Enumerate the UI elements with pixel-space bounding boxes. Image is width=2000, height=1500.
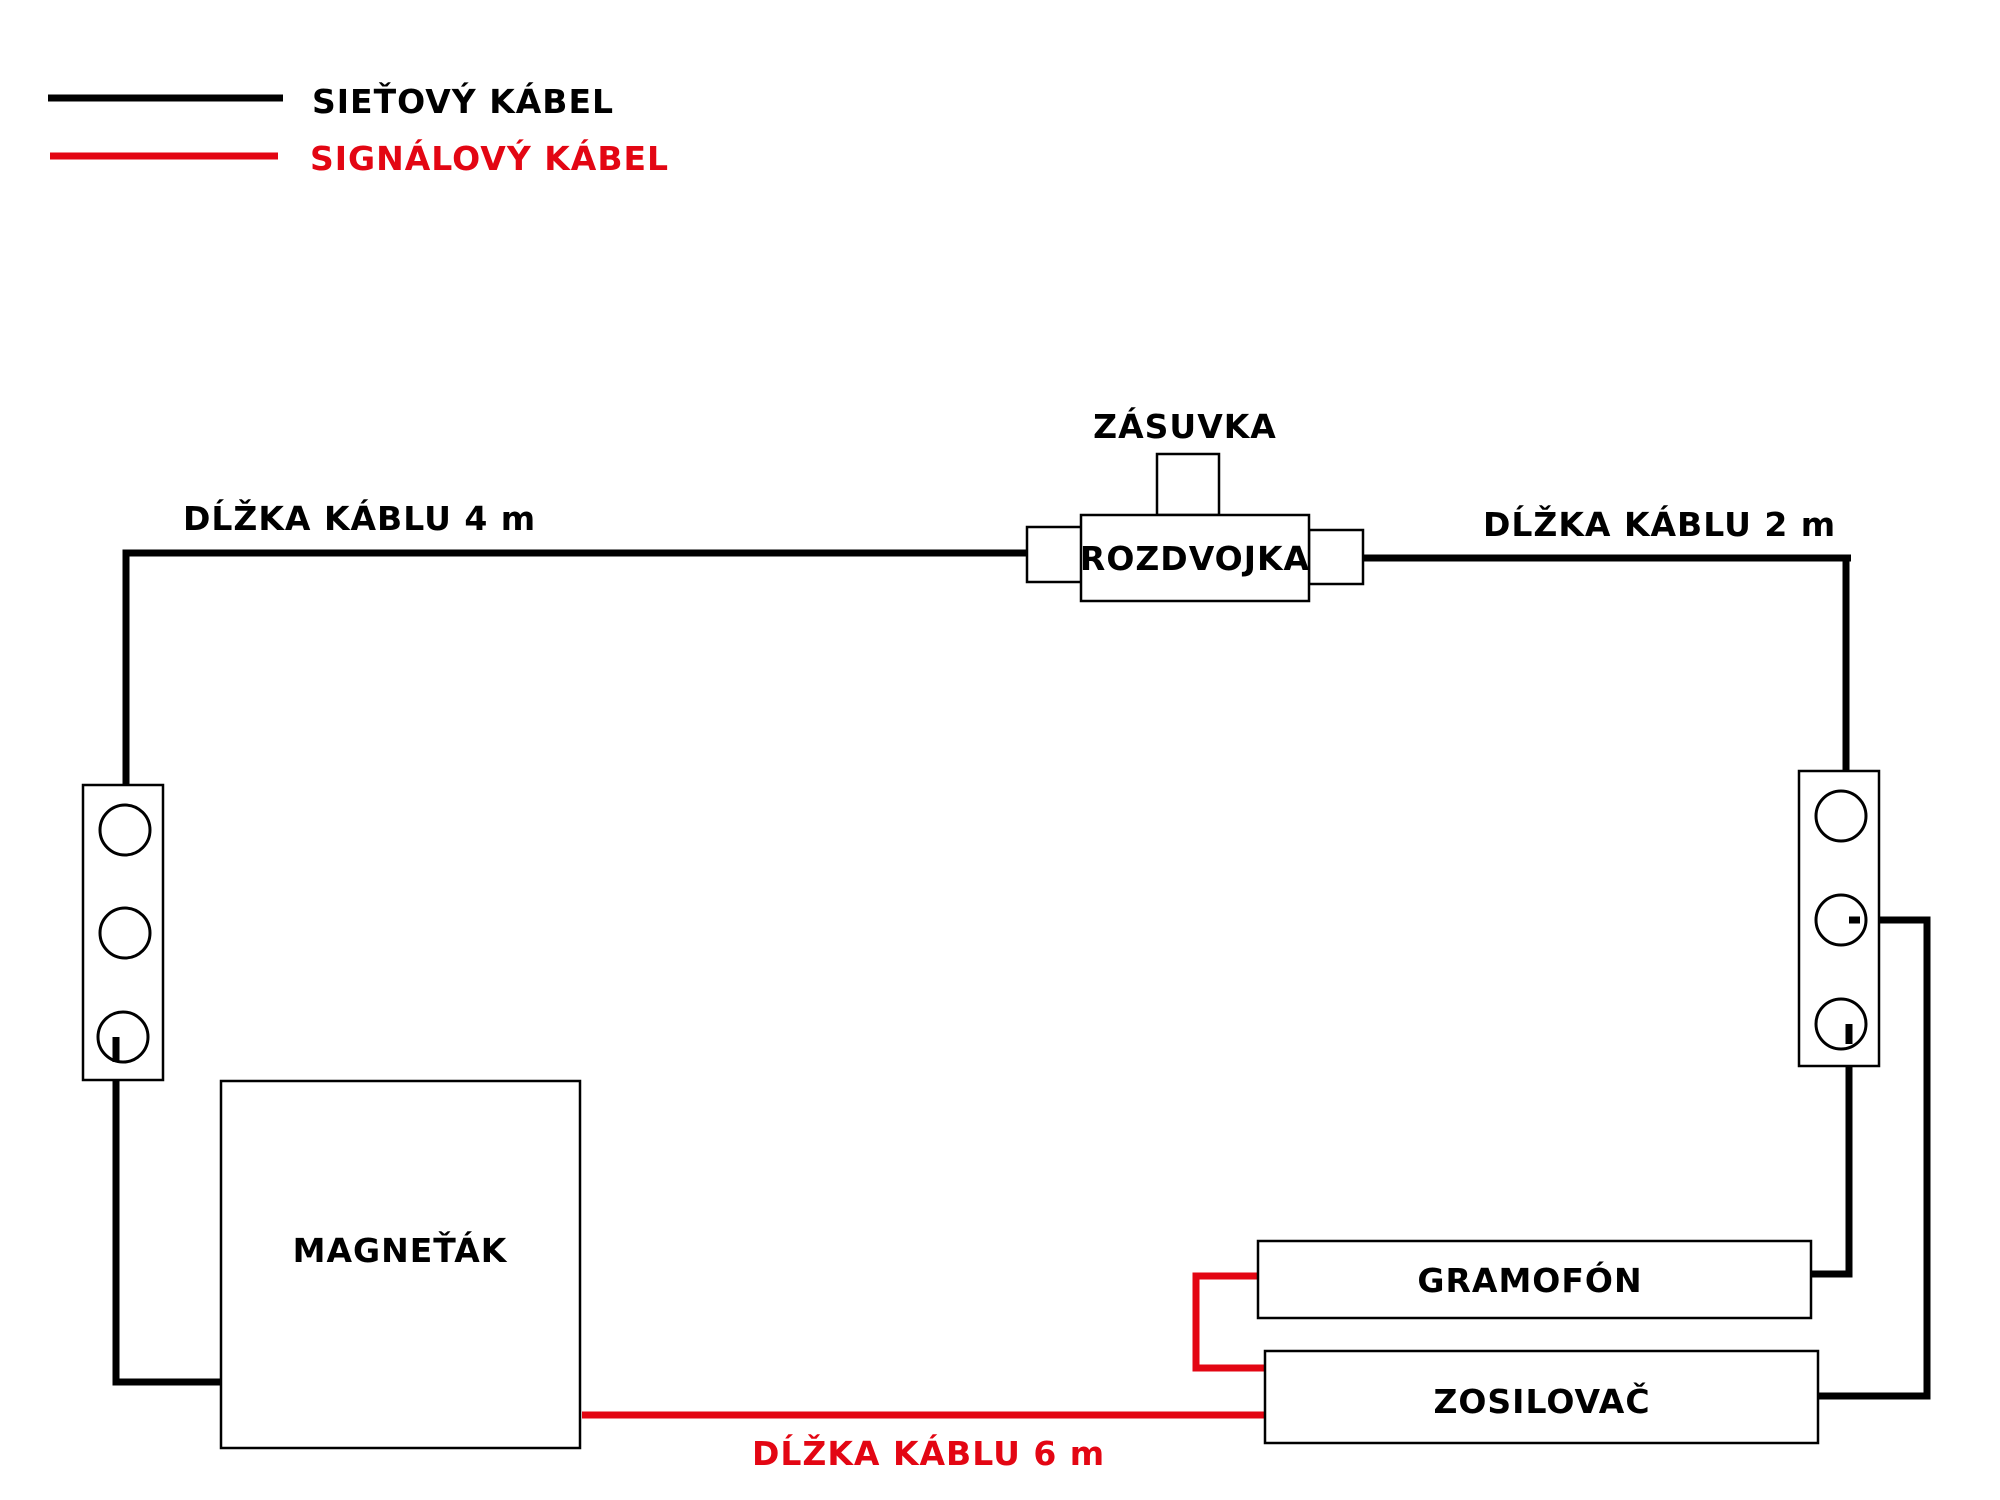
cable-length-signal-label: DĹŽKA KÁBLU 6 m [752,1433,1105,1473]
splitter-right-plug [1307,528,1365,586]
power-strip-left-outlet-1 [98,803,152,857]
network-cable-turntable [1811,1024,1853,1278]
splitter-label: ROZDVOJKA [1080,539,1310,578]
network-cable-right [1364,554,1851,770]
socket-label: ZÁSUVKA [1093,406,1277,446]
power-strip-right [1797,769,1881,1068]
power-strip-left-outlet-2 [98,906,152,960]
power-strip-left [81,783,165,1082]
legend: SIEŤOVÝ KÁBEL SIGNÁLOVÝ KÁBEL [48,81,669,178]
cable-length-left-label: DĹŽKA KÁBLU 4 m [183,498,536,538]
splitter-box [1079,513,1311,603]
socket-box [1155,452,1221,517]
legend-signal-label: SIGNÁLOVÝ KÁBEL [310,138,669,178]
power-strip-right-outlet-3 [1814,997,1868,1051]
signal-cable-turntable-to-amp [1192,1272,1266,1372]
tape-recorder-label: MAGNEŤÁK [293,1230,508,1270]
turntable: GRAMOFÓN [1256,1239,1813,1320]
legend-network-label: SIEŤOVÝ KÁBEL [312,81,614,121]
tape-recorder-box [219,1079,582,1450]
amplifier: ZOSILOVAČ [1263,1349,1820,1445]
turntable-label: GRAMOFÓN [1417,1260,1642,1300]
network-cable-amplifier [1818,916,1931,1400]
turntable-box [1256,1239,1813,1320]
splitter-assembly: ROZDVOJKA ZÁSUVKA [1025,406,1365,603]
power-strip-right-outlet-2 [1814,893,1868,947]
tape-recorder: MAGNEŤÁK [219,1079,582,1450]
amplifier-box [1263,1349,1820,1445]
power-strip-left-outlet-3 [96,1010,150,1064]
network-cable-left [122,549,1027,785]
cable-length-right-label: DĹŽKA KÁBLU 2 m [1483,504,1836,544]
signal-cables [582,1272,1266,1419]
power-strip-right-outlet-1 [1814,789,1868,843]
splitter-left-plug [1025,525,1084,584]
amplifier-label: ZOSILOVAČ [1433,1381,1650,1421]
